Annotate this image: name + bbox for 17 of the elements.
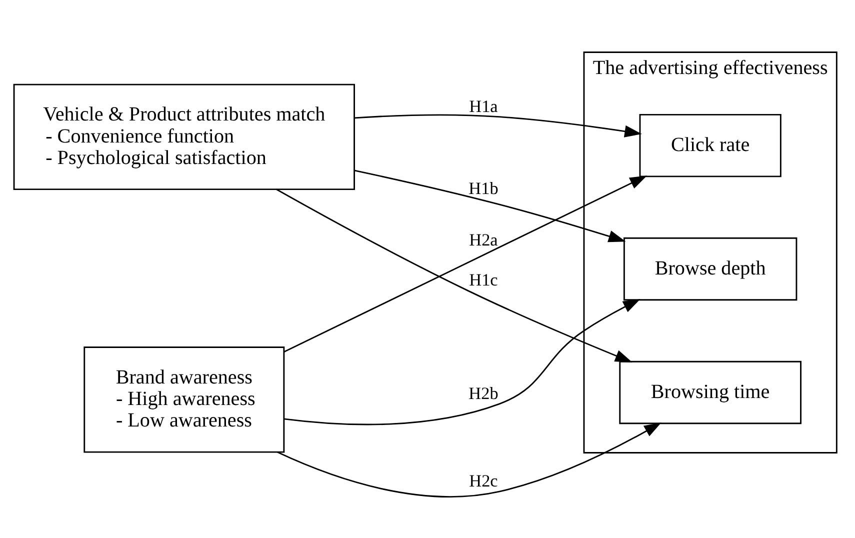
arrow bbox=[276, 188, 632, 362]
arrow bbox=[354, 170, 626, 242]
edge-label: H1b bbox=[468, 178, 498, 198]
edge-label: H1c bbox=[469, 270, 498, 290]
edge-label: H2c bbox=[469, 472, 498, 491]
edge-label: H1a bbox=[469, 96, 498, 116]
node-box: Vehicle & Product attributes match - Convenience function - Psychological satisfaction bbox=[13, 84, 355, 190]
arrow bbox=[354, 114, 642, 138]
node-box: Click rate bbox=[639, 114, 782, 178]
arrow bbox=[277, 422, 662, 498]
edge-label: H2a bbox=[469, 230, 498, 250]
node-box: Browse depth bbox=[623, 237, 798, 301]
edge-label: H2b bbox=[468, 384, 498, 404]
node-box: Browsing time bbox=[619, 360, 802, 424]
node-box: Brand awareness - High awareness - Low awareness bbox=[84, 346, 285, 453]
arrow bbox=[284, 176, 648, 353]
arrow bbox=[284, 298, 640, 426]
